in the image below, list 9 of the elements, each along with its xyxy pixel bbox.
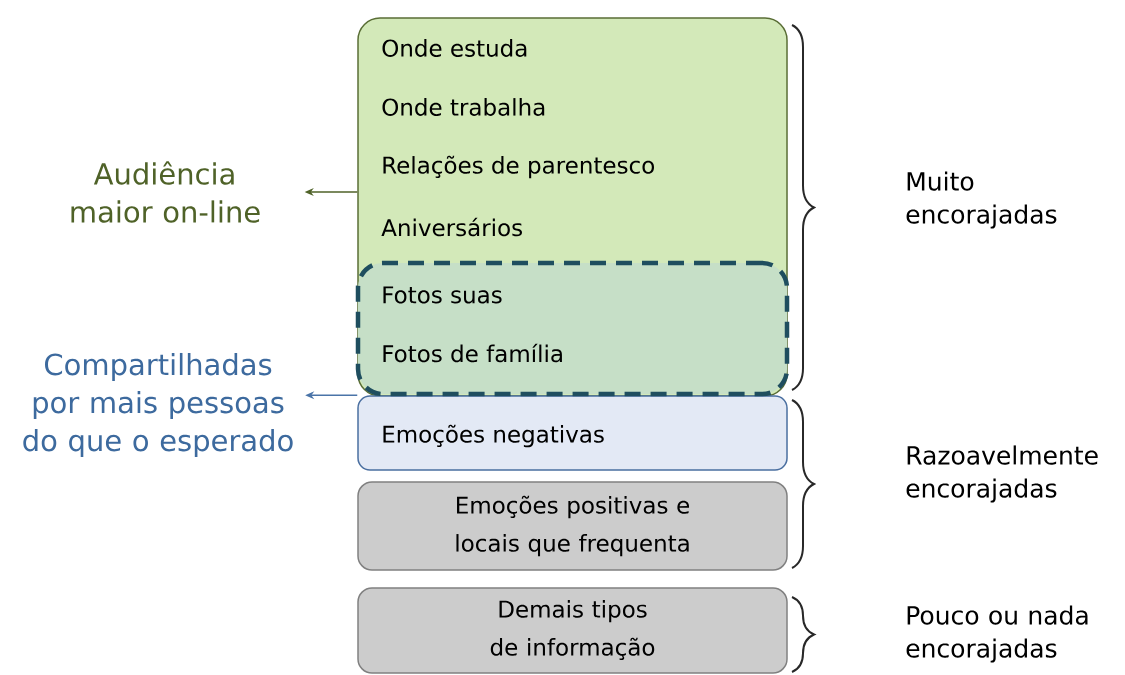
category-label: Muito encorajadas	[906, 171, 1057, 229]
side-label: Audiência maior on-line	[71, 161, 260, 223]
category-label: Pouco ou nada encorajadas	[906, 605, 1088, 663]
text-box: Emoções positivas e locais que frequenta	[357, 481, 788, 571]
category-label: Razoavelmente encorajadas	[906, 445, 1098, 503]
text-box: Demais tipos de informação	[357, 587, 788, 674]
side-label: Compartilhadas por mais pessoas do que o esperado	[23, 352, 293, 458]
text-box: Emoções negativas	[357, 395, 788, 471]
text-box: Fotos suas Fotos de família	[355, 260, 790, 397]
